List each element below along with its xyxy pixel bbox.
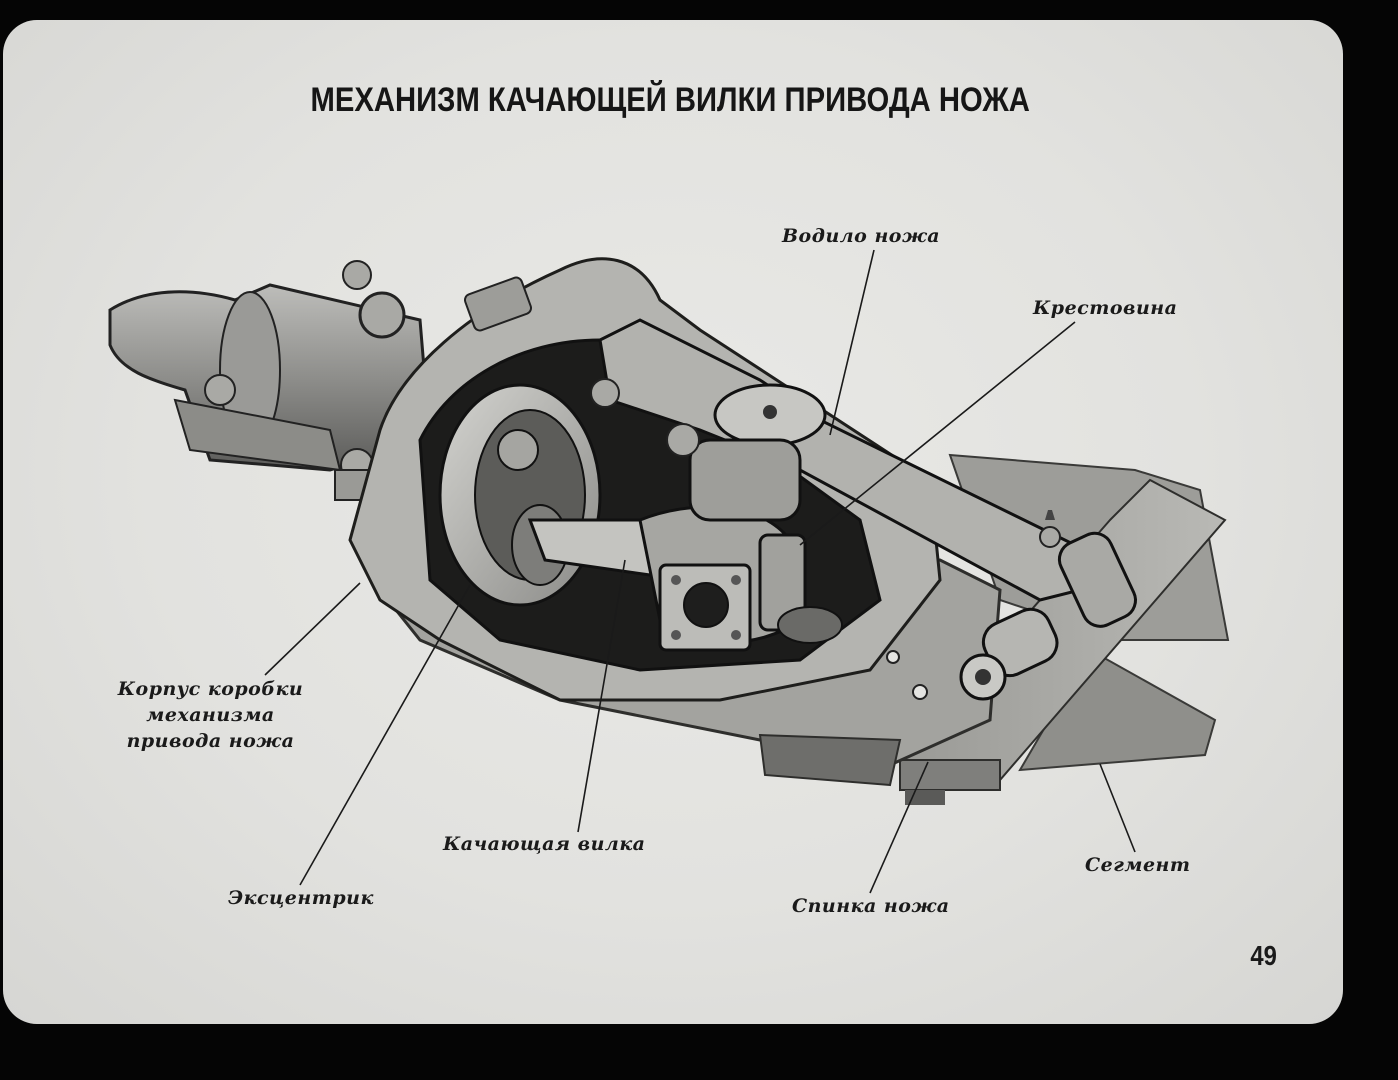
leader-cross bbox=[799, 321, 1076, 546]
cross-piece bbox=[758, 533, 843, 644]
label-knife-carrier: Водило ножа bbox=[782, 225, 941, 247]
label-housing-line3: привода ножа bbox=[126, 730, 295, 752]
label-cross: Крестовина bbox=[1033, 297, 1178, 319]
label-swinging-fork: Качающая вилка bbox=[443, 833, 646, 855]
leader-lines bbox=[264, 249, 1136, 894]
knife-head-joint bbox=[959, 531, 1137, 701]
leader-knife-back bbox=[869, 761, 929, 894]
label-housing-line2: механизма bbox=[146, 704, 275, 726]
input-shaft-housing bbox=[108, 260, 432, 501]
leader-eccentric bbox=[299, 584, 471, 886]
leader-swinging-fork bbox=[577, 559, 626, 833]
knife-carrier-arm bbox=[590, 318, 1082, 602]
leader-segment bbox=[1099, 763, 1136, 853]
page-number: 49 bbox=[1250, 940, 1277, 971]
label-housing-line1: Корпус коробки bbox=[117, 678, 304, 700]
label-eccentric: Эксцентрик bbox=[228, 887, 374, 909]
leader-housing bbox=[264, 582, 361, 676]
page-title: МЕХАНИЗМ КАЧАЮЩЕЙ ВИЛКИ ПРИВОДА НОЖА bbox=[310, 81, 1030, 119]
leader-knife-carrier bbox=[829, 249, 875, 436]
label-segment: Сегмент bbox=[1085, 854, 1191, 876]
label-housing: Корпус коробки механизма привода ножа bbox=[108, 676, 313, 754]
label-knife-back: Спинка ножа bbox=[792, 895, 950, 917]
eccentric-disc bbox=[438, 383, 602, 607]
